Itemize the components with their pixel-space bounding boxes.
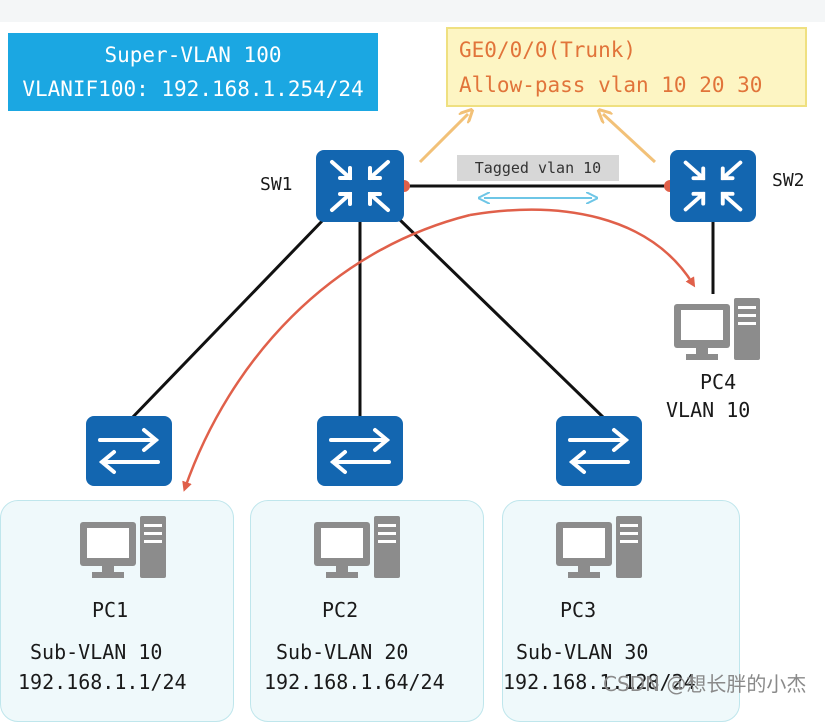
super-vlan-box: Super-VLAN 100 VLANIF100: 192.168.1.254/…	[8, 33, 378, 111]
pc3-ip-label: 192.168.1.128/24	[503, 670, 696, 694]
pc4-vlan-label: VLAN 10	[666, 398, 751, 422]
pc2-ip-label: 192.168.1.64/24	[264, 670, 445, 694]
watermark: CSDN @想长胖的小杰	[603, 672, 807, 696]
pc4-computer-icon	[674, 298, 760, 360]
trunk-note-box: GE0/0/0(Trunk) Allow-pass vlan 10 20 30	[446, 27, 807, 107]
pc3-label: PC3	[560, 598, 597, 622]
pc1-vlan-label: Sub-VLAN 10	[30, 640, 163, 664]
pc3-vlan-label: Sub-VLAN 30	[516, 640, 649, 664]
sw1-switch-icon	[316, 150, 404, 222]
flow-arrow-to-pc1	[182, 213, 471, 492]
access-switch-2-icon	[317, 416, 403, 486]
trunk-port-label: GE0/0/0(Trunk)	[459, 38, 637, 62]
pc2-label: PC2	[322, 598, 359, 622]
flow-arrow-to-pc4	[469, 208, 696, 288]
pointer-arrow-left	[418, 114, 468, 164]
sw2-label: SW2	[772, 170, 805, 191]
tagged-vlan-label: Tagged vlan 10	[457, 155, 619, 181]
topology-links	[128, 0, 715, 492]
super-vlan-label: Super-VLAN 100	[104, 43, 282, 67]
access-switch-3-icon	[556, 416, 642, 486]
pc3-computer-icon	[556, 516, 642, 578]
pc2-computer-icon	[314, 516, 400, 578]
allow-pass-label: Allow-pass vlan 10 20 30	[459, 73, 763, 97]
top-band	[0, 0, 825, 22]
link-sw1-acc1	[128, 216, 327, 422]
pc4-label: PC4	[700, 370, 737, 394]
sw2-switch-icon	[670, 150, 756, 222]
vlanif-label: VLANIF100: 192.168.1.254/24	[22, 77, 364, 101]
pc1-label: PC1	[92, 598, 129, 622]
sw1-label: SW1	[260, 174, 293, 195]
pc1-computer-icon	[80, 516, 166, 578]
pc1-ip-label: 192.168.1.1/24	[18, 670, 187, 694]
link-sw1-acc3	[396, 216, 606, 420]
pc2-vlan-label: Sub-VLAN 20	[276, 640, 409, 664]
access-switch-1-icon	[86, 416, 172, 486]
pointer-arrow-right	[603, 114, 657, 164]
